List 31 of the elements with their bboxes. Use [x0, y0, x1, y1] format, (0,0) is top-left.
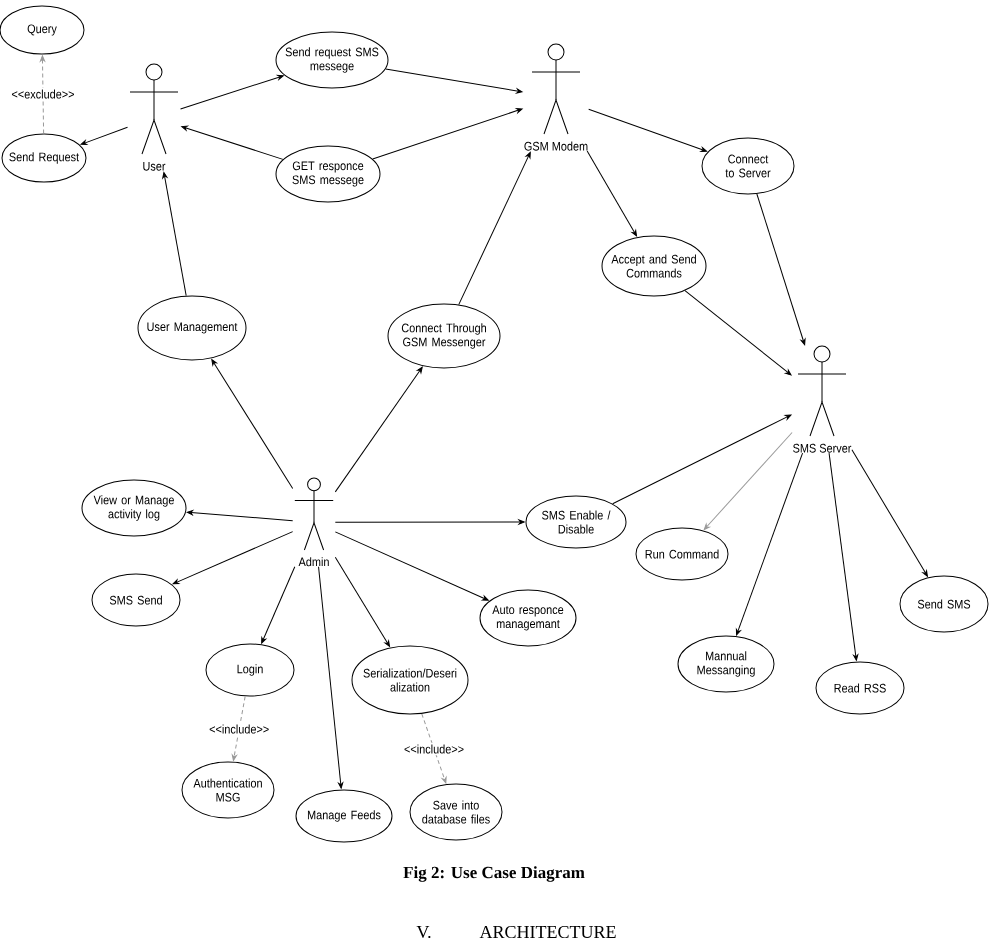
arrow: [851, 449, 928, 577]
dashed-arrow: [39, 55, 46, 134]
arrow: [334, 531, 489, 601]
caption: Fig 2: Use Case Diagram: [403, 866, 585, 882]
arrow: [735, 452, 804, 636]
arrow: [588, 108, 708, 152]
arrow: [684, 290, 792, 376]
arrow: [211, 359, 294, 489]
arrow: [703, 432, 793, 530]
arrow: [612, 414, 792, 505]
arrow: [586, 150, 637, 237]
arrow: [162, 171, 187, 297]
section-heading: ARCHITECTURE: [479, 925, 616, 939]
arrow: [334, 366, 423, 493]
dashed-arrow: [421, 713, 447, 784]
arrow: [261, 566, 296, 644]
arrow: [180, 74, 284, 110]
arrow: [372, 108, 523, 160]
arrow: [186, 510, 294, 522]
arrow: [181, 125, 284, 160]
arrow: [458, 151, 531, 306]
arrow: [334, 519, 525, 525]
arrow: [172, 531, 294, 585]
arrow: [80, 126, 128, 146]
arrow: [318, 566, 344, 789]
arrow: [756, 193, 806, 346]
section-number: V.: [416, 926, 431, 939]
dashed-arrow: [231, 695, 246, 761]
arrow: [334, 556, 391, 647]
arrow: [385, 68, 523, 94]
arrow: [828, 452, 859, 661]
